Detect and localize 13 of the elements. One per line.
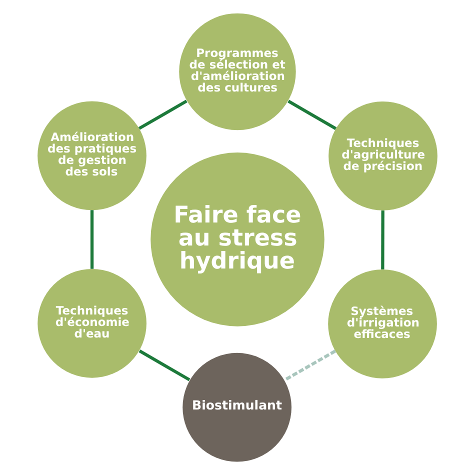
node-circle: Faire face au stress hydrique [150,152,324,326]
node-circle: Systèmes d'irrigation efficaces [328,268,436,378]
connector [90,210,94,268]
node-circle: Techniques d'agriculture de précision [328,101,437,210]
connector [138,99,187,130]
connector [380,210,384,269]
connector [138,349,190,381]
connector [287,99,336,130]
node-circle: Amélioration des pratiques de gestion des sols [37,100,146,210]
node-circle: Programmes de sélection et d'amélioration des cultures [178,12,296,130]
connector [283,349,336,381]
node-circle: Biostimulant [182,352,291,462]
node-circle: Techniques d'économie d'eau [37,268,146,378]
